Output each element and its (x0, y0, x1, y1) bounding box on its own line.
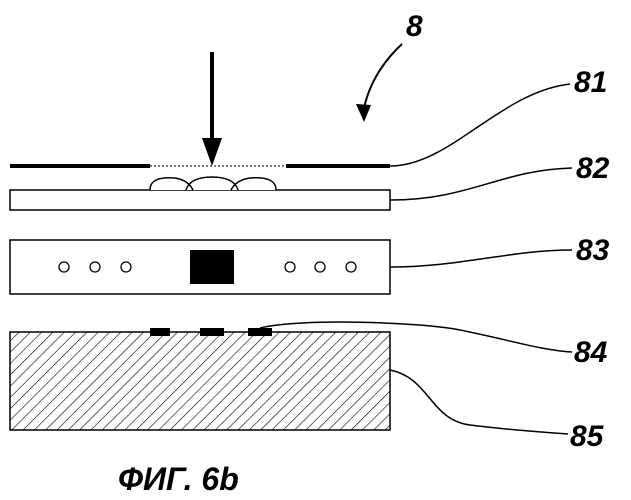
leader-85 (390, 370, 568, 434)
label-82: 82 (576, 152, 610, 185)
leader-83 (390, 250, 572, 267)
layer-83-dot (285, 262, 295, 272)
layer-83-chip (190, 250, 234, 284)
layer-83-dot (59, 262, 69, 272)
label-81: 81 (574, 66, 607, 99)
label-83: 83 (576, 234, 610, 267)
layer-85-substrate (10, 332, 390, 430)
leader-82 (390, 168, 572, 200)
layer-83-dot (315, 262, 325, 272)
assembly-pointer-arrow (364, 44, 402, 108)
label-84: 84 (574, 336, 608, 369)
layer-84-pad (248, 328, 272, 336)
layer-83-dot (121, 262, 131, 272)
incident-arrowhead (202, 138, 222, 166)
layer-83-dot (90, 262, 100, 272)
assembly-pointer-arrowhead (356, 104, 371, 122)
label-85: 85 (570, 420, 605, 453)
figure-caption: ФИГ. 6b (118, 461, 239, 497)
leader-81 (390, 84, 570, 166)
layer-82-plate (10, 190, 390, 210)
layer-84-pad (150, 328, 170, 336)
assembly-label: 8 (406, 10, 423, 43)
layer-82-microlenses (150, 177, 276, 190)
layer-83-dot (346, 262, 356, 272)
layer-84-pad (200, 328, 224, 336)
